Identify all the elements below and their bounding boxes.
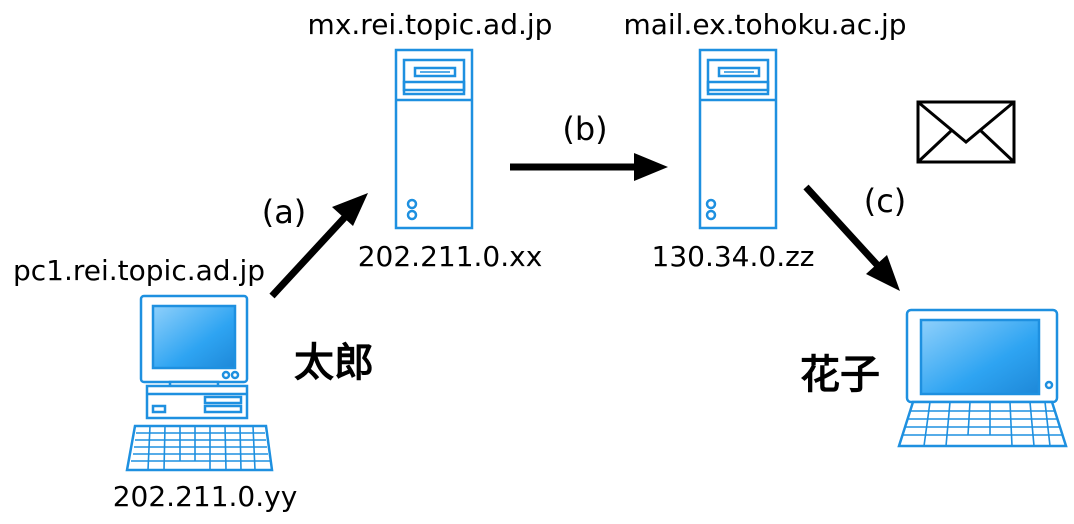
receiver-server-hostname: mail.ex.tohoku.ac.jp (623, 8, 906, 41)
sender-user-name: 太郎 (294, 340, 374, 386)
arrow-icon (803, 184, 900, 291)
receiver-server-ip: 130.34.0.zz (652, 240, 815, 273)
step-c-label: (c) (864, 182, 907, 220)
arrow-icon (510, 153, 668, 181)
desktop-pc-icon (125, 294, 274, 472)
sender-server-hostname: mx.rei.topic.ad.jp (308, 8, 553, 41)
arrow-icon (269, 193, 368, 299)
envelope-icon (916, 100, 1016, 164)
step-b-label: (b) (562, 110, 607, 148)
step-a-label: (a) (262, 193, 307, 231)
receiver-user-name: 花子 (800, 352, 880, 398)
sender-pc-ip: 202.211.0.yy (113, 480, 298, 513)
laptop-icon (897, 308, 1068, 448)
server-tower-icon (394, 48, 474, 230)
server-tower-icon (698, 48, 778, 230)
sender-pc-hostname: pc1.rei.topic.ad.jp (13, 254, 265, 287)
sender-server-ip: 202.211.0.xx (358, 240, 543, 273)
